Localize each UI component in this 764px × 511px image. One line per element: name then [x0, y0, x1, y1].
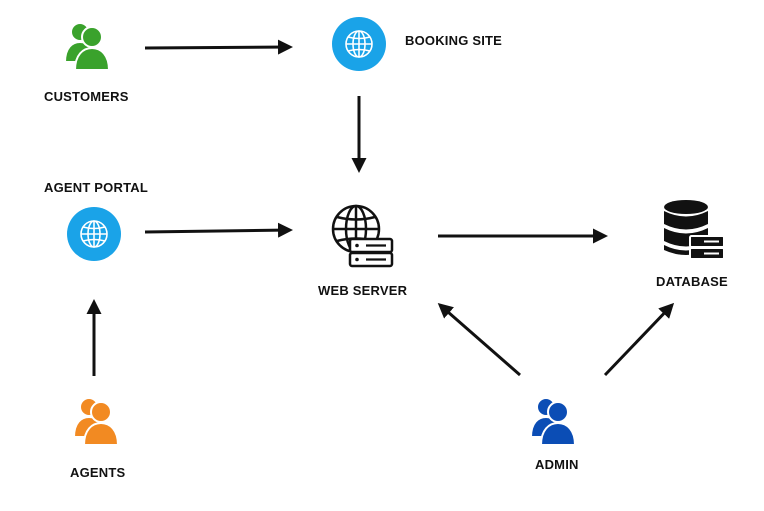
customers-users-icon — [62, 18, 116, 77]
customers-label: CUSTOMERS — [44, 89, 129, 104]
database-label: DATABASE — [656, 274, 728, 289]
web-server-label: WEB SERVER — [318, 283, 408, 298]
web-server-icon — [330, 203, 396, 274]
database-icon — [662, 198, 726, 267]
booking-site-label: BOOKING SITE — [405, 33, 503, 48]
agents-users-icon — [71, 393, 125, 452]
booking-site-globe-icon — [332, 17, 386, 76]
admin-label: ADMIN — [535, 457, 579, 472]
admin-users-icon — [528, 393, 582, 452]
arrow-customers-to-booking-site — [144, 39, 293, 55]
arrow-agent-portal-to-web-server — [144, 222, 293, 238]
agent-portal-label: AGENT PORTAL — [44, 180, 148, 195]
arrow-admin-to-database — [603, 302, 675, 377]
agents-label: AGENTS — [70, 465, 126, 480]
agent-portal-globe-icon — [67, 207, 121, 266]
arrow-admin-to-web-server — [437, 303, 521, 377]
